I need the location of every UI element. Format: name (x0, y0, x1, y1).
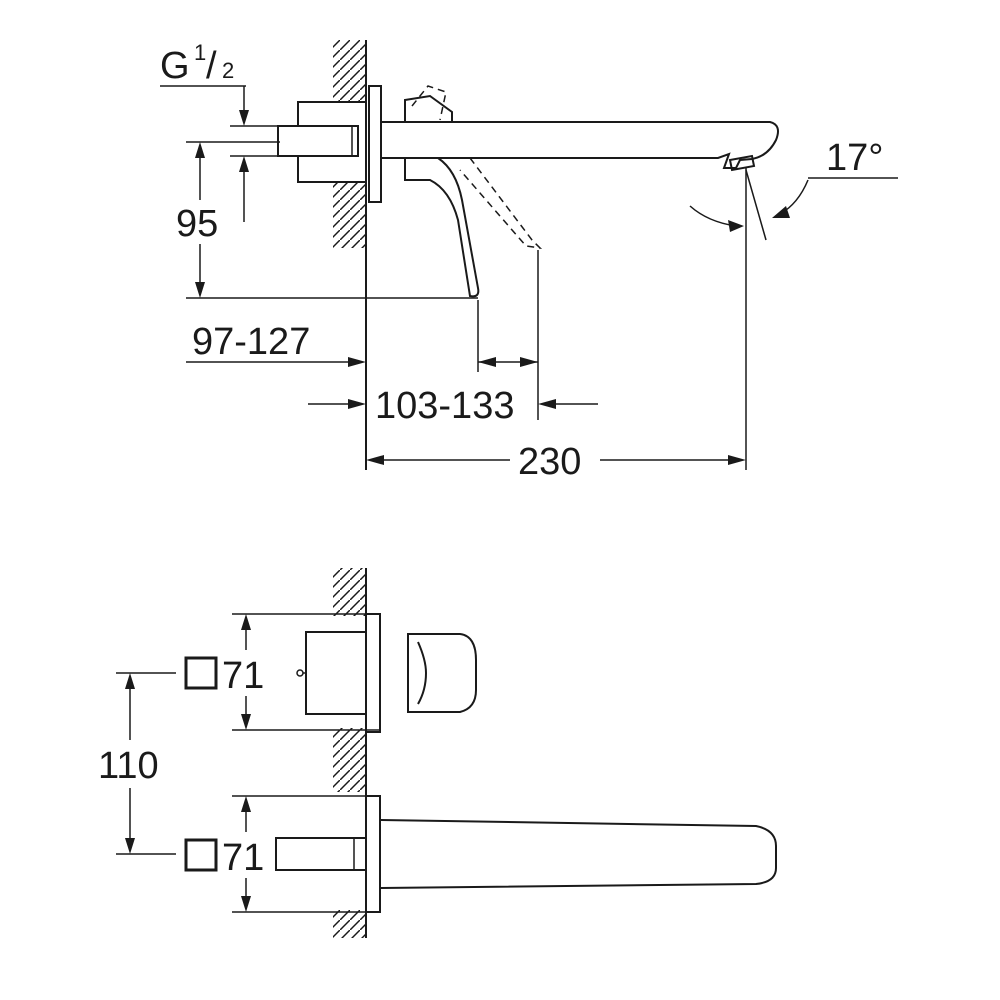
thread-size-label: G (160, 45, 190, 87)
spout-top (379, 818, 777, 890)
angle-17-stream-line (745, 169, 767, 241)
wall-hatching-top-1 (333, 568, 365, 616)
lever-handle-top-inner (417, 641, 428, 705)
dim-71-top-arrow-lower (241, 714, 251, 730)
angle-17-arrow-right (772, 206, 790, 218)
dim-110-arrow-upper (125, 673, 135, 689)
wall-rosette-side (368, 85, 382, 203)
wall-hatching-top-2 (333, 728, 365, 792)
dim-103-133-label: 103-133 (375, 385, 514, 427)
dim-110-arrow-lower (125, 838, 135, 854)
square-symbol-bottom (184, 838, 218, 872)
dim-71-bottom-arrow-upper (241, 796, 251, 812)
spout-rosette-top (365, 795, 381, 913)
dim-103-133-arrow-top-right (520, 357, 538, 367)
dim-103-133-arrow-top-left (478, 357, 496, 367)
lever-handle-top (407, 633, 477, 713)
inlet-connector-side (277, 125, 359, 157)
dim-71-bottom-label: 71 (222, 837, 264, 879)
dim-97-127-label: 97-127 (192, 321, 310, 363)
dim-71-top-label: 71 (222, 655, 264, 697)
mixer-rosette-top (365, 613, 381, 733)
dim-95-label: 95 (176, 203, 218, 245)
spout-inlet-top (275, 837, 367, 871)
dim-110-label: 110 (98, 745, 159, 787)
dim-95-arrow-bottom (195, 282, 205, 298)
lever-handle-side (404, 157, 480, 298)
dim-230-arrow-left (366, 455, 384, 465)
mixer-box-pin (296, 669, 304, 677)
dim-230-label: 230 (518, 441, 581, 483)
mixer-box-top (305, 631, 367, 715)
top-view: 71 71 110 (98, 568, 777, 938)
thread-fraction-slash: / (206, 45, 217, 87)
thread-fraction-numerator: 1 (194, 40, 206, 65)
dim-103-133-arrow-right (538, 399, 556, 409)
angle-17-label: 17° (826, 137, 883, 179)
wall-hatching-side-lower (333, 183, 365, 248)
square-symbol-top (184, 656, 218, 690)
wall-hatching-top-3 (333, 910, 365, 938)
thread-dim-arrow-top (239, 110, 249, 126)
lever-top-side (404, 94, 453, 123)
dim-103-133-arrow-left (348, 399, 366, 409)
dim-71-bottom-arrow-lower (241, 896, 251, 912)
thread-fraction-denominator: 2 (222, 58, 234, 83)
side-view: G 1 / 2 95 97-127 103-133 (160, 40, 898, 483)
angle-17-arrow-left (728, 220, 744, 232)
thread-dim-arrow-bottom (239, 156, 249, 172)
dim-230-arrow-right (728, 455, 746, 465)
spout-aerator (728, 154, 756, 172)
dim-97-127-arrow (348, 357, 366, 367)
dim-95-arrow-top (195, 142, 205, 158)
dim-71-top-arrow-upper (241, 614, 251, 630)
lever-alt-position (411, 85, 447, 121)
lever-alt-position-handle (459, 157, 543, 250)
